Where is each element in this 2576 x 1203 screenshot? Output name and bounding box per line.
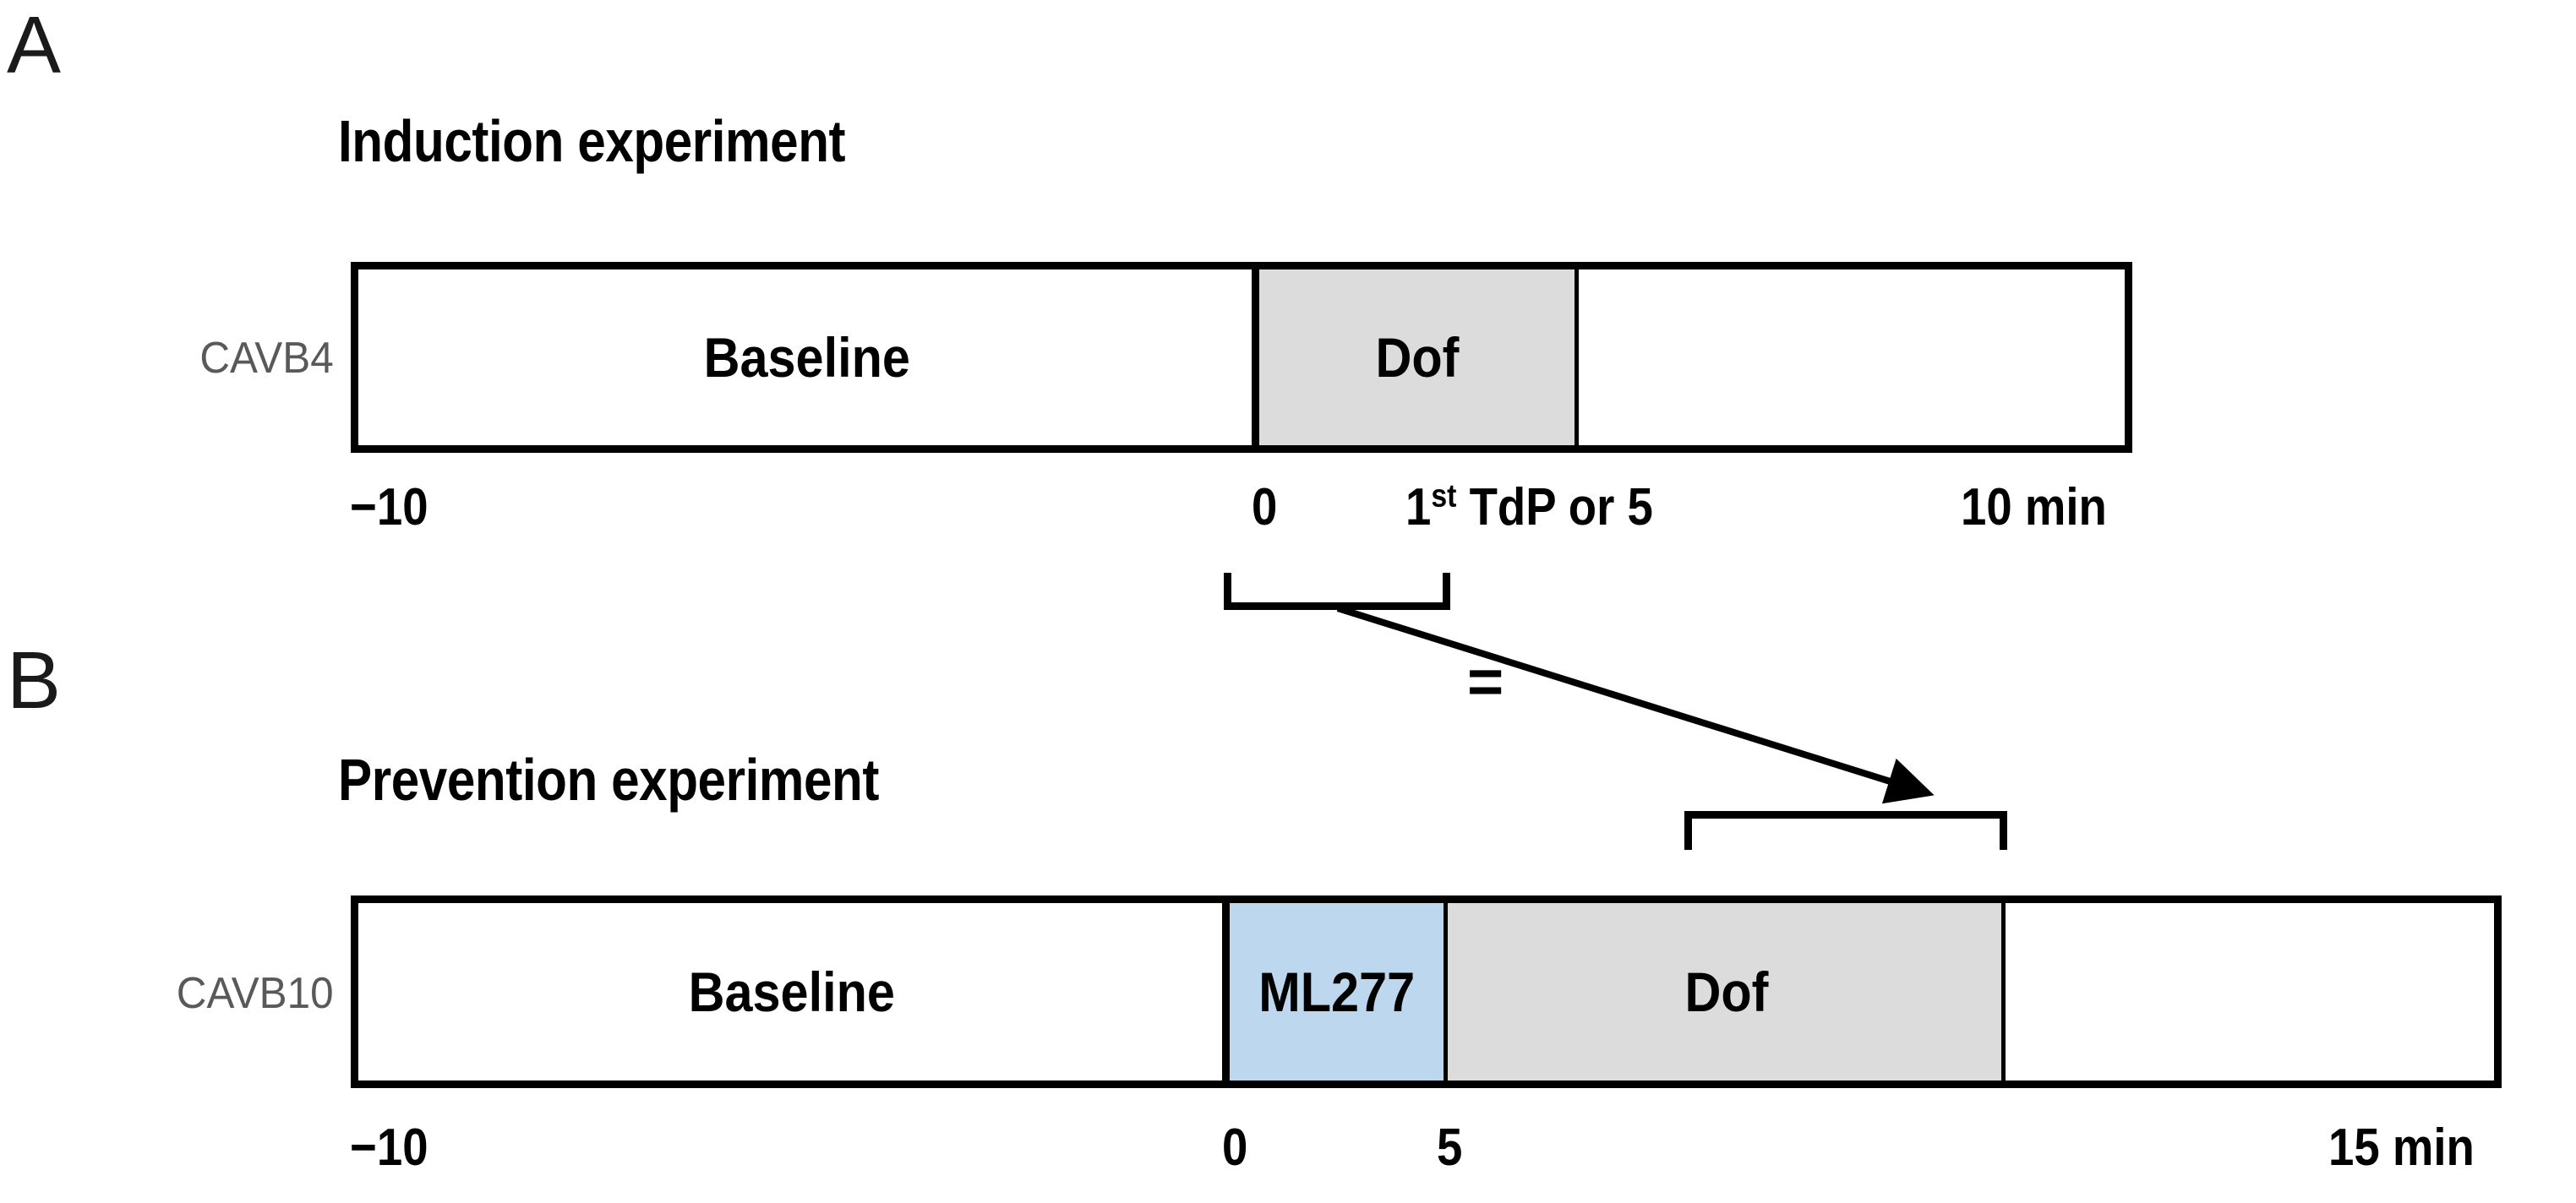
axis-tick-a-minus-ten: −10: [350, 478, 428, 536]
row-label-cavb10: CAVB10: [177, 969, 334, 1018]
tick-a-tdp-rest: TdP or 5: [1456, 478, 1653, 536]
segment-washout-b: [2006, 903, 2494, 1081]
equivalence-arrow: [1336, 605, 1935, 804]
axis-tick-a-first-tdp-or-five: 1st TdP or 5: [1405, 480, 1653, 534]
segment-label-baseline-a: Baseline: [703, 326, 910, 389]
dof-window-bracket-a: [1224, 573, 1450, 610]
timeline-bar-prevention: Baseline ML277 Dof: [351, 895, 2502, 1088]
segment-label-dof-a: Dof: [1375, 326, 1459, 389]
induction-experiment-title: Induction experiment: [338, 108, 846, 174]
tick-a-tdp-ordinal-suffix: st: [1431, 477, 1457, 514]
segment-dof-a: Dof: [1252, 269, 1582, 446]
axis-tick-b-five: 5: [1437, 1119, 1463, 1177]
segment-baseline-a: Baseline: [358, 269, 1255, 445]
prevention-experiment-title: Prevention experiment: [338, 747, 880, 813]
segment-label-dof-b: Dof: [1684, 961, 1769, 1023]
segment-baseline-b: Baseline: [358, 903, 1225, 1081]
panel-letter-a: A: [7, 0, 62, 90]
row-label-cavb4: CAVB4: [199, 334, 334, 383]
axis-tick-b-fifteen-min: 15 min: [2328, 1119, 2475, 1177]
axis-tick-a-zero: 0: [1252, 478, 1278, 536]
equals-sign: =: [1467, 646, 1504, 716]
segment-ml277-b: ML277: [1222, 902, 1451, 1081]
segment-label-ml277-b: ML277: [1258, 961, 1415, 1023]
tick-a-tdp-ordinal-number: 1: [1405, 478, 1432, 536]
timeline-bar-induction: Baseline Dof: [351, 262, 2132, 453]
axis-tick-b-zero: 0: [1222, 1119, 1248, 1177]
dof-window-bracket-b: [1684, 811, 2007, 850]
axis-tick-b-minus-ten: −10: [350, 1119, 428, 1177]
segment-label-baseline-b: Baseline: [688, 961, 896, 1023]
segment-washout-a: [1579, 269, 2125, 445]
segment-dof-b: Dof: [1448, 902, 2009, 1081]
panel-letter-b: B: [7, 635, 62, 726]
axis-tick-a-ten-min: 10 min: [1961, 478, 2107, 536]
